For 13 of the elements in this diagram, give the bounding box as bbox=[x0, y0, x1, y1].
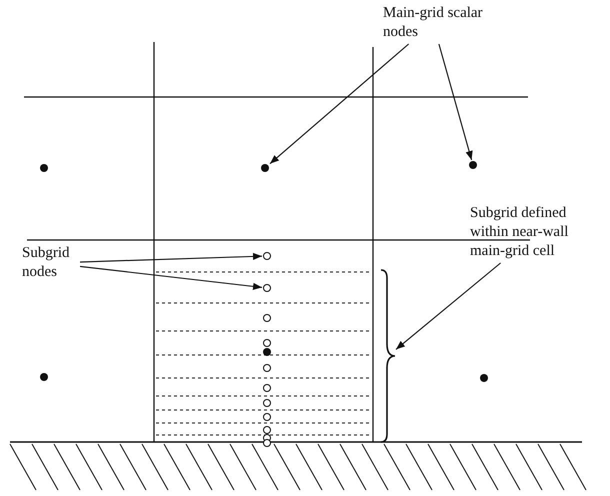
leader-arrow bbox=[80, 266, 262, 290]
leader-arrow bbox=[396, 262, 501, 350]
leader-arrow bbox=[80, 252, 262, 263]
leader-arrow bbox=[270, 44, 410, 164]
subgrid-node-circle bbox=[263, 284, 271, 292]
grid-node-dot bbox=[261, 164, 269, 172]
grid-node-dot bbox=[469, 161, 477, 169]
callout-text: Subgrid nodes bbox=[22, 244, 71, 282]
callout-text: Subgrid defined within near-wall main-grid cell bbox=[470, 204, 570, 261]
subgrid-node-circle bbox=[263, 252, 271, 260]
leader-arrow bbox=[438, 44, 473, 160]
callout-text: Main-grid scalar nodes bbox=[383, 4, 483, 42]
curly-brace bbox=[380, 269, 396, 443]
